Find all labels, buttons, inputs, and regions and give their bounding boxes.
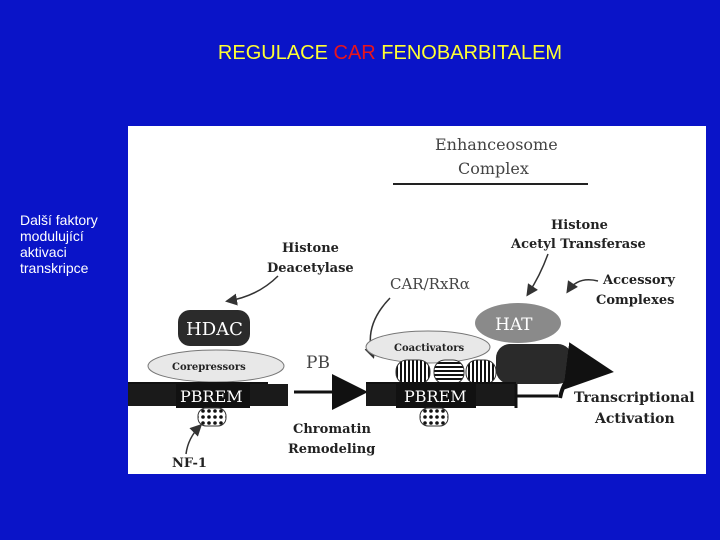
- enhanceosome-label-2: Complex: [458, 159, 529, 178]
- pbrem-left-label: PBREM: [180, 387, 243, 406]
- deacetylase-arrow: [225, 275, 279, 306]
- coactivators-label: Coactivators: [394, 343, 464, 354]
- enhanceosome-label-1: Enhanceosome: [435, 135, 558, 154]
- chromatin-label-1: Chromatin: [293, 422, 371, 437]
- sidebar-line-2: modulující: [20, 228, 84, 244]
- chromatin-label-2: Remodeling: [288, 442, 375, 457]
- sidebar-text: Další faktory modulující aktivaci transk…: [20, 212, 140, 276]
- nf1-label: NF-1: [172, 456, 207, 471]
- sidebar-line-1: Další faktory: [20, 212, 98, 228]
- accessory-label-1: Accessory: [602, 273, 675, 288]
- diagram-svg: Enhanceosome Complex Histone Deacetylase…: [128, 135, 695, 471]
- histone-acetyl-label-2: Acetyl Transferase: [510, 237, 646, 252]
- pb-label: PB: [306, 353, 330, 373]
- corepressors-label: Corepressors: [172, 362, 246, 373]
- slide-title: REGULACE CAR FENOBARBITALEM: [0, 42, 720, 65]
- sidebar-line-4: transkripce: [20, 260, 89, 276]
- car-rxr-label: CAR/RxRα: [390, 275, 470, 293]
- transcriptional-label-2: Activation: [594, 411, 675, 427]
- histone-deacetylase-label-1: Histone: [282, 241, 339, 256]
- histone-acetyl-label-1: Histone: [551, 218, 608, 233]
- nf1-arrow: [185, 423, 203, 455]
- car-striped-oval-2: [465, 359, 497, 385]
- accessory-label-2: Complexes: [596, 293, 674, 308]
- right-nf1-dots: [419, 407, 449, 427]
- title-accent-car: CAR: [333, 42, 376, 64]
- title-part-1: REGULACE: [217, 42, 334, 64]
- transcriptional-label-1: Transcriptional: [574, 390, 695, 406]
- hdac-block: [178, 310, 250, 346]
- hat-label: HAT: [495, 315, 533, 335]
- right-pbrem-box: [396, 382, 476, 408]
- pbrem-right-label: PBREM: [404, 387, 467, 406]
- transcription-arrow: [558, 342, 614, 399]
- rxr-striped-oval: [433, 359, 465, 385]
- car-striped-oval: [395, 359, 431, 385]
- title-part-3: FENOBARBITALEM: [375, 42, 563, 64]
- histone-deacetylase-label-2: Deacetylase: [267, 261, 354, 276]
- accessory-arrow: [566, 279, 599, 294]
- hdac-label: HDAC: [186, 319, 243, 340]
- sidebar-line-3: aktivaci: [20, 244, 67, 260]
- hat-oval: [475, 303, 561, 343]
- accessory-complex-block: [496, 344, 572, 384]
- acetyl-arrow: [526, 253, 549, 297]
- left-pbrem-box: [176, 382, 250, 408]
- coactivators-oval: [365, 330, 491, 364]
- left-nf1-dots: [197, 407, 227, 427]
- diagram-figure: Enhanceosome Complex Histone Deacetylase…: [128, 126, 706, 474]
